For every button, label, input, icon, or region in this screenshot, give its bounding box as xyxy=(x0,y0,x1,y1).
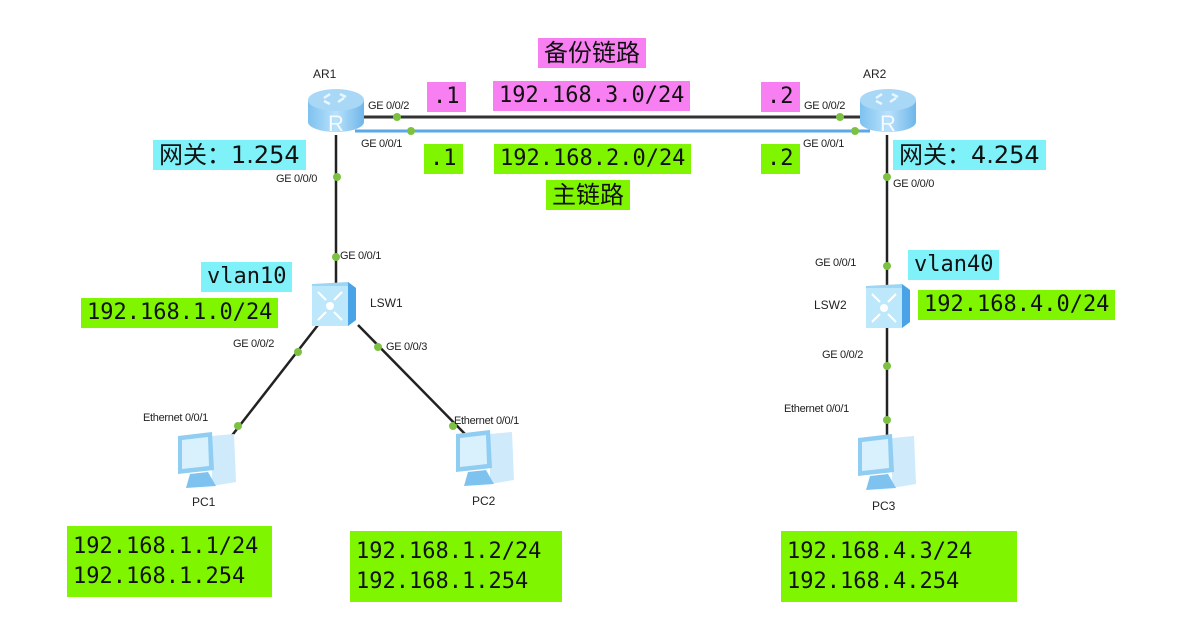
port-label-ar2-g001: GE 0/0/1 xyxy=(803,138,845,150)
main-link-title: 主链路 xyxy=(546,180,630,210)
lsw1-pc2-link xyxy=(357,324,466,435)
switch-lsw2-name: LSW2 xyxy=(814,298,847,312)
pc2-name: PC2 xyxy=(472,494,496,508)
port-dot-pc3-eth xyxy=(883,416,891,424)
pc1-address-box: 192.168.1.1/24 192.168.1.254 xyxy=(67,526,272,598)
pc3[interactable] xyxy=(852,432,922,492)
port-label-lsw2-g002: GE 0/0/2 xyxy=(822,349,864,361)
pc-icon xyxy=(858,434,916,490)
lsw1-pc1-link xyxy=(229,324,319,439)
router-ar1[interactable]: R xyxy=(306,86,366,136)
pc3-name: PC3 xyxy=(872,499,896,513)
port-dot-lsw1-g003 xyxy=(374,343,382,351)
pc1[interactable] xyxy=(172,430,242,490)
pc1-gateway: 192.168.1.254 xyxy=(73,563,246,589)
port-label-ar1-g000: GE 0/0/0 xyxy=(276,173,318,185)
port-label-ar1-g001: GE 0/0/1 xyxy=(361,138,403,150)
pc2[interactable] xyxy=(450,428,520,488)
switch-icon xyxy=(866,284,910,328)
port-dot-ar1-g002 xyxy=(393,113,401,121)
main-ar2-ip: .2 xyxy=(761,144,800,174)
port-dot-lsw1-g001 xyxy=(332,253,340,261)
port-label-lsw1-g002: GE 0/0/2 xyxy=(233,338,275,350)
pc2-address-box: 192.168.1.2/24 192.168.1.254 xyxy=(350,531,562,603)
port-label-pc3-eth: Ethernet 0/0/1 xyxy=(784,403,849,415)
port-dot-lsw2-g001 xyxy=(883,262,891,270)
port-dot-ar1-g001 xyxy=(407,127,415,135)
network-left-label: 192.168.1.0/24 xyxy=(81,298,279,328)
backup-network-label: 192.168.3.0/24 xyxy=(493,81,691,111)
backup-link-title: 备份链路 xyxy=(538,38,646,68)
gateway-left-label: 网关：1.254 xyxy=(153,140,306,170)
port-dot-ar2-g001 xyxy=(851,127,859,135)
port-dot-pc1-eth xyxy=(234,422,242,430)
network-right-label: 192.168.4.0/24 xyxy=(918,290,1116,320)
svg-text:R: R xyxy=(880,111,896,136)
pc3-ip: 192.168.4.3/24 xyxy=(787,539,973,564)
backup-ar1-ip: .1 xyxy=(427,82,466,112)
port-label-pc1-eth: Ethernet 0/0/1 xyxy=(143,412,208,424)
pc-icon xyxy=(456,430,514,486)
pc-icon xyxy=(178,432,236,488)
port-label-lsw1-g003: GE 0/0/3 xyxy=(386,341,428,353)
pc2-ip: 192.168.1.2/24 xyxy=(356,539,542,564)
switch-lsw2[interactable] xyxy=(862,280,912,330)
port-label-lsw2-g001: GE 0/0/1 xyxy=(815,257,857,269)
port-dot-lsw1-g002 xyxy=(294,348,302,356)
port-label-ar2-g002: GE 0/0/2 xyxy=(804,100,846,112)
port-dot-ar1-g000 xyxy=(333,173,341,181)
gateway-right-label: 网关：4.254 xyxy=(893,140,1046,170)
pc1-ip: 192.168.1.1/24 xyxy=(73,534,259,559)
main-ar1-ip: .1 xyxy=(424,144,463,174)
vlan-right-label: vlan40 xyxy=(908,250,1000,280)
pc3-gateway: 192.168.4.254 xyxy=(787,568,960,594)
backup-ar2-ip: .2 xyxy=(761,82,800,112)
router-icon: R xyxy=(860,89,916,136)
port-dot-pc2-eth xyxy=(449,422,457,430)
switch-lsw1[interactable] xyxy=(308,278,358,328)
port-dot-ar2-g000 xyxy=(883,173,891,181)
router-ar2-name: AR2 xyxy=(863,67,887,81)
port-label-ar2-g000: GE 0/0/0 xyxy=(893,178,935,190)
pc1-name: PC1 xyxy=(192,495,216,509)
port-label-pc2-eth: Ethernet 0/0/1 xyxy=(454,415,519,427)
svg-text:R: R xyxy=(328,111,344,136)
router-ar2[interactable]: R xyxy=(858,86,918,136)
pc3-address-box: 192.168.4.3/24 192.168.4.254 xyxy=(781,531,1017,603)
router-ar1-name: AR1 xyxy=(313,67,337,81)
router-icon: R xyxy=(308,89,364,136)
switch-icon xyxy=(312,282,356,326)
port-label-ar1-g002: GE 0/0/2 xyxy=(368,100,410,112)
port-dot-ar2-g002 xyxy=(836,113,844,121)
port-dot-lsw2-g002 xyxy=(883,362,891,370)
pc2-gateway: 192.168.1.254 xyxy=(356,568,529,594)
main-network-label: 192.168.2.0/24 xyxy=(494,144,692,174)
vlan-left-label: vlan10 xyxy=(201,262,293,292)
switch-lsw1-name: LSW1 xyxy=(370,296,403,310)
port-label-lsw1-g001: GE 0/0/1 xyxy=(340,250,382,262)
